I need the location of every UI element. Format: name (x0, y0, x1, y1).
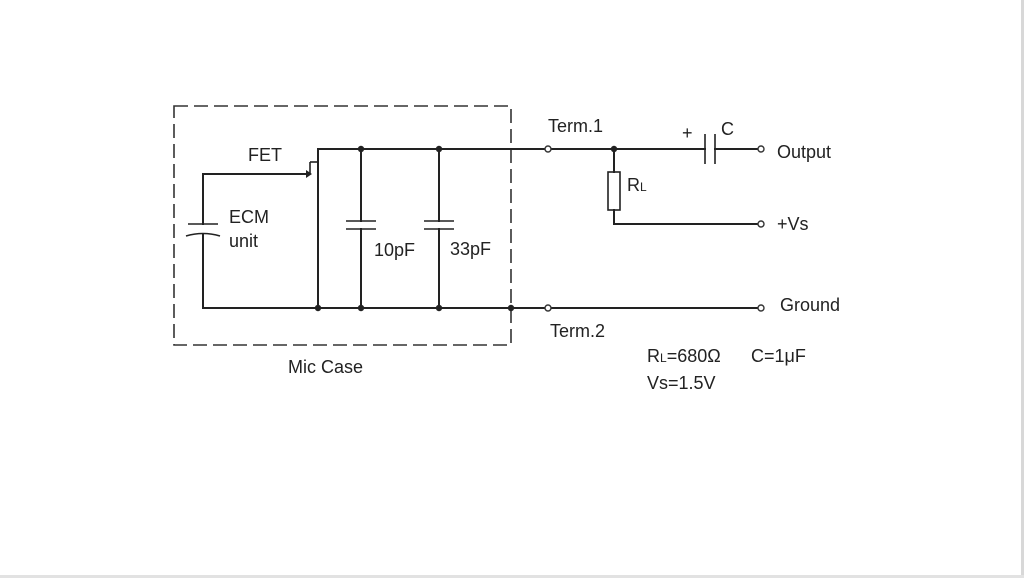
ground-terminal (757, 304, 765, 312)
spec-rl: RL=680Ω (647, 346, 721, 366)
cap-c-label: C (721, 119, 734, 139)
spec-rl-value: =680Ω (667, 346, 721, 366)
term2-terminal (544, 304, 552, 312)
spec-c: C=1μF (751, 346, 806, 366)
rl-label: RL (627, 175, 647, 195)
bottom-edge-shadow (0, 575, 1024, 578)
spec-rl-main: R (647, 346, 660, 366)
rl-label-main: R (627, 175, 640, 195)
term1-label: Term.1 (548, 116, 603, 136)
right-edge-shadow (1021, 0, 1024, 578)
junction-dots (314, 145, 618, 312)
cap-plus-label: + (682, 123, 693, 143)
terminal-circles (544, 145, 765, 312)
spec-rl-sub: L (660, 351, 667, 365)
mic-case-outline (173, 105, 512, 346)
cap-33pf-label: 33pF (450, 239, 491, 259)
capacitor-10pf (346, 148, 376, 309)
spec-vs: Vs=1.5V (647, 373, 716, 393)
ground-label: Ground (780, 295, 840, 315)
cap-10pf-label: 10pF (374, 240, 415, 260)
fet-symbol (306, 148, 319, 309)
rl-label-sub: L (640, 180, 647, 194)
term2-label: Term.2 (550, 321, 605, 341)
mic-case-label: Mic Case (288, 357, 363, 377)
ecm-label-line1: ECM (229, 207, 269, 227)
vs-terminal (757, 220, 765, 228)
output-terminal (757, 145, 765, 153)
fet-label: FET (248, 145, 282, 165)
vs-label: +Vs (777, 214, 809, 234)
output-label: Output (777, 142, 831, 162)
coupling-capacitor (704, 134, 716, 164)
term1-terminal (544, 145, 552, 153)
load-resistor (607, 148, 759, 225)
ecm-label-line2: unit (229, 231, 258, 251)
capacitor-33pf (424, 148, 454, 309)
ecm-unit-symbol (185, 173, 307, 309)
